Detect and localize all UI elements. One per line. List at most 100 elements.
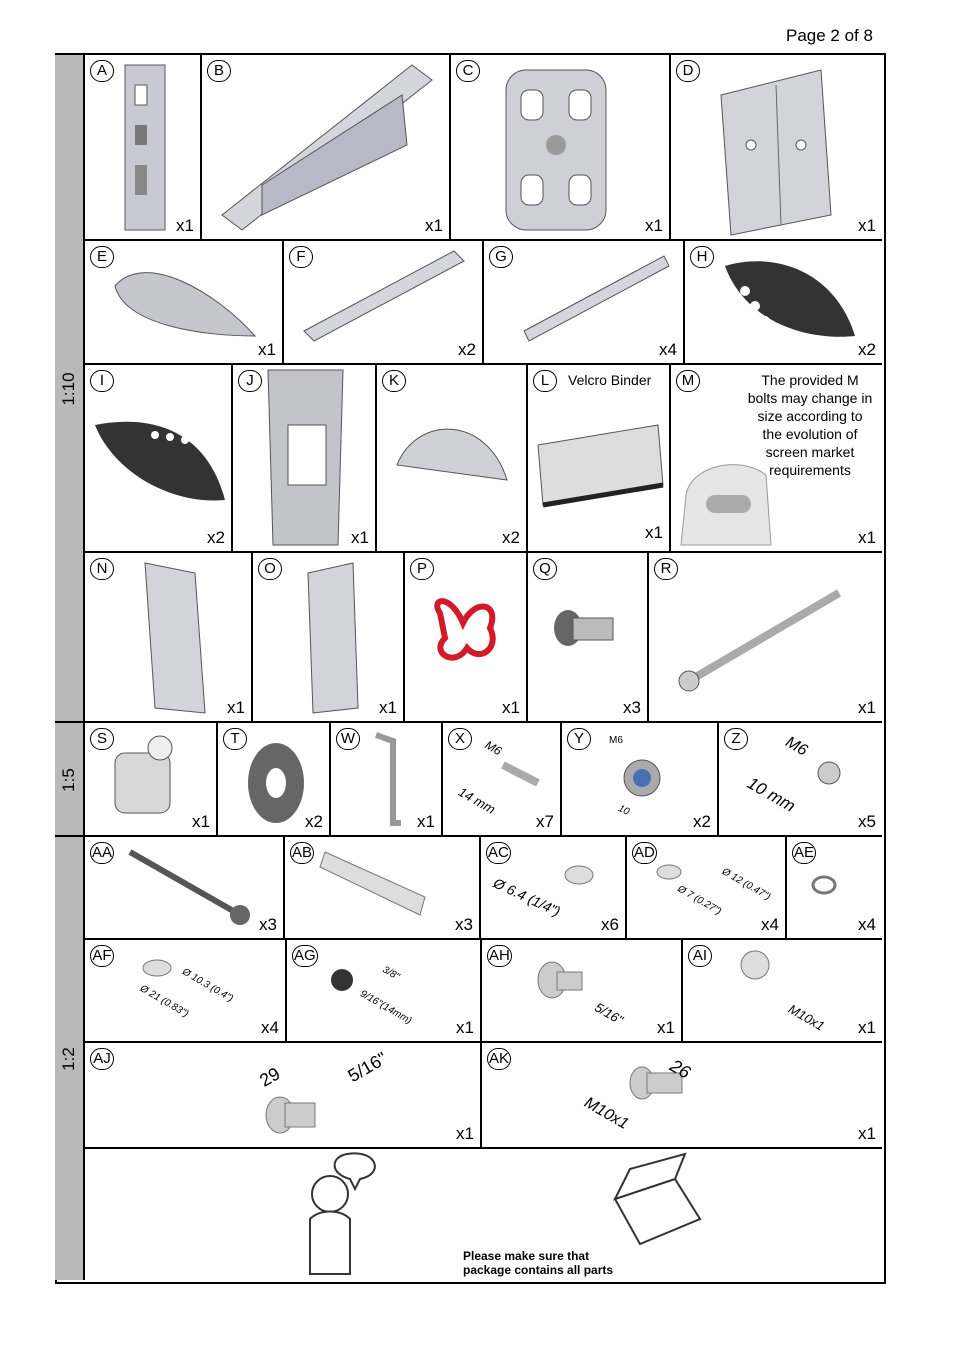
part-cell-aj: AJ 29 5/16" x1 [85, 1043, 482, 1147]
part-letter: AF [90, 945, 114, 967]
part-letter: AI [688, 945, 712, 967]
part-letter: K [382, 370, 406, 392]
part-cell-x: X M6 14 mm x7 [443, 723, 562, 835]
wall-plate-image [505, 69, 607, 231]
part-letter: Z [724, 728, 748, 750]
part-letter: W [336, 728, 360, 750]
part-letter: AB [290, 842, 315, 864]
package-check-section: Please make sure that package contains a… [85, 1149, 882, 1280]
cap-image [396, 428, 508, 481]
part-letter: J [238, 370, 262, 392]
scale-label: 1:2 [59, 1046, 78, 1071]
part-quantity: x2 [858, 340, 876, 359]
part-quantity: x3 [623, 698, 641, 717]
cage-nut-image [114, 735, 173, 814]
part-cell-ab: AB x3 [285, 837, 481, 938]
part-letter: B [207, 60, 231, 82]
part-letter: N [90, 558, 114, 580]
part-quantity: x1 [858, 528, 876, 547]
part-quantity: x2 [502, 528, 520, 547]
part-quantity: x3 [455, 915, 473, 934]
part-cell-z: Z M6 10 mm x5 [719, 723, 882, 835]
part-quantity: x2 [693, 812, 711, 831]
part-cell-e: E x1 [85, 241, 284, 363]
washer-image [564, 865, 594, 885]
bracket-plate-image [124, 64, 166, 231]
velcro-binder-image [537, 424, 664, 508]
scale-label: 1:10 [59, 372, 78, 406]
lag-screw-image [128, 849, 250, 925]
package-check-note: Please make sure that package contains a… [463, 1249, 614, 1277]
row-divider [85, 239, 882, 241]
part-letter: A [90, 60, 114, 82]
part-letter: AJ [90, 1048, 114, 1070]
part-letter: P [410, 558, 434, 580]
part-quantity: x1 [379, 698, 397, 717]
part-cell-h: H x2 [685, 241, 882, 363]
part-letter: H [690, 246, 714, 268]
flat-arm-image [303, 250, 465, 342]
part-letter: L [533, 370, 557, 392]
part-cell-ai: AI M10x1 x1 [683, 940, 882, 1041]
part-cell-i: I x2 [85, 365, 233, 551]
part-letter: O [258, 558, 282, 580]
part-cell-ak: AK 26 M10x1 x1 [482, 1043, 882, 1147]
part-quantity: x1 [645, 216, 663, 235]
part-letter: R [654, 558, 678, 580]
part-cell-t: T x2 [218, 723, 331, 835]
part-quantity: x1 [858, 698, 876, 717]
rivet-nut-image [740, 950, 770, 980]
clamp-cover-image [307, 562, 359, 714]
part-quantity: x5 [858, 812, 876, 831]
part-cell-m: M The provided M bolts may change in siz… [671, 365, 882, 551]
part-letter: AH [487, 945, 512, 967]
part-cell-ag: AG 3/8" 9/16"(14mm) x1 [287, 940, 482, 1041]
part-letter: Q [533, 558, 557, 580]
part-letter: F [289, 246, 313, 268]
hex-key-icon [375, 732, 401, 826]
row-divider [55, 721, 882, 723]
part-quantity: x1 [417, 812, 435, 831]
part-letter: AE [792, 842, 817, 864]
part-letter: AK [487, 1048, 512, 1070]
cover-image [114, 272, 257, 337]
part-cell-d: D x1 [671, 55, 882, 239]
shoulder-bolt-image [629, 1066, 683, 1100]
dimension-label: M6 [609, 735, 623, 746]
part-cell-ad: AD Ø 12 (0.47") Ø 7 (0.27") x4 [627, 837, 787, 938]
part-letter: M [676, 370, 700, 392]
butterfly-logo-icon [434, 598, 496, 661]
part-cell-l: L Velcro Binder x1 [528, 365, 671, 551]
part-letter: E [90, 246, 114, 268]
part-quantity: x4 [261, 1018, 279, 1037]
part-quantity: x1 [192, 812, 210, 831]
part-quantity: x1 [456, 1018, 474, 1037]
part-quantity: x1 [227, 698, 245, 717]
lock-nut-image [623, 759, 661, 797]
row-divider [55, 835, 882, 837]
part-cell-r: R x1 [649, 553, 882, 721]
scale-band-1-10: 1:10 [55, 55, 85, 723]
part-quantity: x1 [858, 1018, 876, 1037]
part-quantity: x2 [207, 528, 225, 547]
part-quantity: x1 [176, 216, 194, 235]
part-cell-g: G x4 [484, 241, 685, 363]
shoulder-bolt-image [265, 1096, 316, 1134]
row-divider [85, 1041, 882, 1043]
part-cell-s: S x1 [85, 723, 218, 835]
row-divider [85, 1147, 882, 1149]
part-quantity: x1 [645, 523, 663, 542]
part-cell-n: N x1 [85, 553, 253, 721]
part-quantity: x1 [858, 216, 876, 235]
part-quantity: x4 [761, 915, 779, 934]
part-quantity: x2 [305, 812, 323, 831]
part-cell-w: W x1 [331, 723, 443, 835]
part-cell-j: J x1 [233, 365, 377, 551]
part-letter: AG [292, 945, 318, 967]
spacer-plate-image [725, 261, 855, 337]
part-quantity: x1 [858, 1124, 876, 1143]
part-letter: AD [632, 842, 657, 864]
part-cell-k: K x2 [377, 365, 528, 551]
bolts-note: The provided M bolts may change in size … [747, 372, 873, 478]
bolt-bag-image [680, 464, 772, 546]
